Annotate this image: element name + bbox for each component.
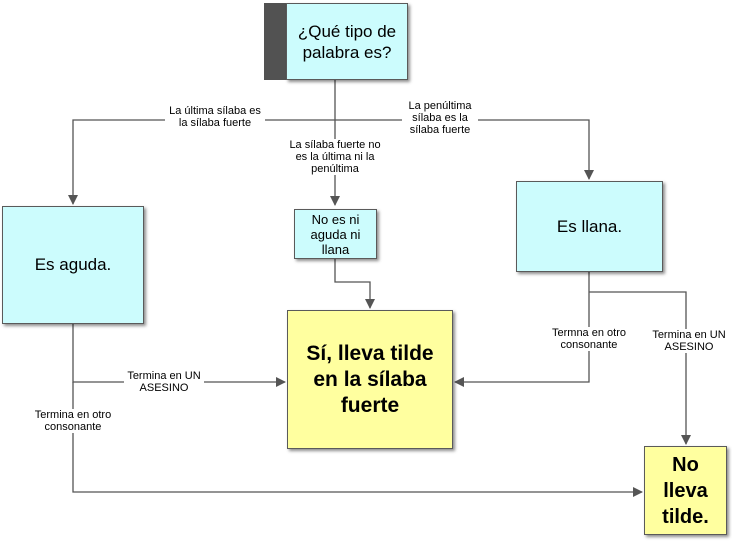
- edge-label-aguda-no: Termina en otro consonante: [28, 409, 118, 433]
- edge-label-to-llana: La penúltima sílaba es la sílaba fuerte: [402, 100, 478, 136]
- start-node[interactable]: ¿Qué tipo de palabra es?: [286, 3, 408, 80]
- start-node-bar: [264, 3, 286, 80]
- edge-label-llana-si: Termna en otro consonante: [543, 327, 635, 351]
- si-tilde-node[interactable]: Sí, lleva tilde en la sílaba fuerte: [287, 310, 453, 449]
- edge-label-aguda-si: Termina en UN ASESINO: [124, 370, 204, 394]
- si-tilde-node-label: Sí, lleva tilde en la sílaba fuerte: [306, 341, 434, 417]
- start-node-label: ¿Qué tipo de palabra es?: [297, 21, 397, 62]
- llana-node-label: Es llana.: [556, 216, 623, 236]
- edge-label-to-aguda: La última sílaba es la sílaba fuerte: [165, 105, 265, 129]
- llana-node[interactable]: Es llana.: [516, 181, 663, 272]
- no-tilde-node[interactable]: No lleva tilde.: [644, 446, 727, 535]
- ninguna-node-label: No es ni aguda ni llana: [310, 211, 361, 257]
- no-tilde-node-label: No lleva tilde.: [662, 453, 709, 528]
- ninguna-node[interactable]: No es ni aguda ni llana: [294, 209, 377, 259]
- edge-label-llana-no: Termina en UN ASESINO: [650, 329, 728, 353]
- aguda-node-label: Es aguda.: [34, 255, 112, 274]
- aguda-node[interactable]: Es aguda.: [2, 206, 144, 324]
- edge-label-to-ninguna: La sílaba fuerte no es la última ni la p…: [286, 139, 384, 175]
